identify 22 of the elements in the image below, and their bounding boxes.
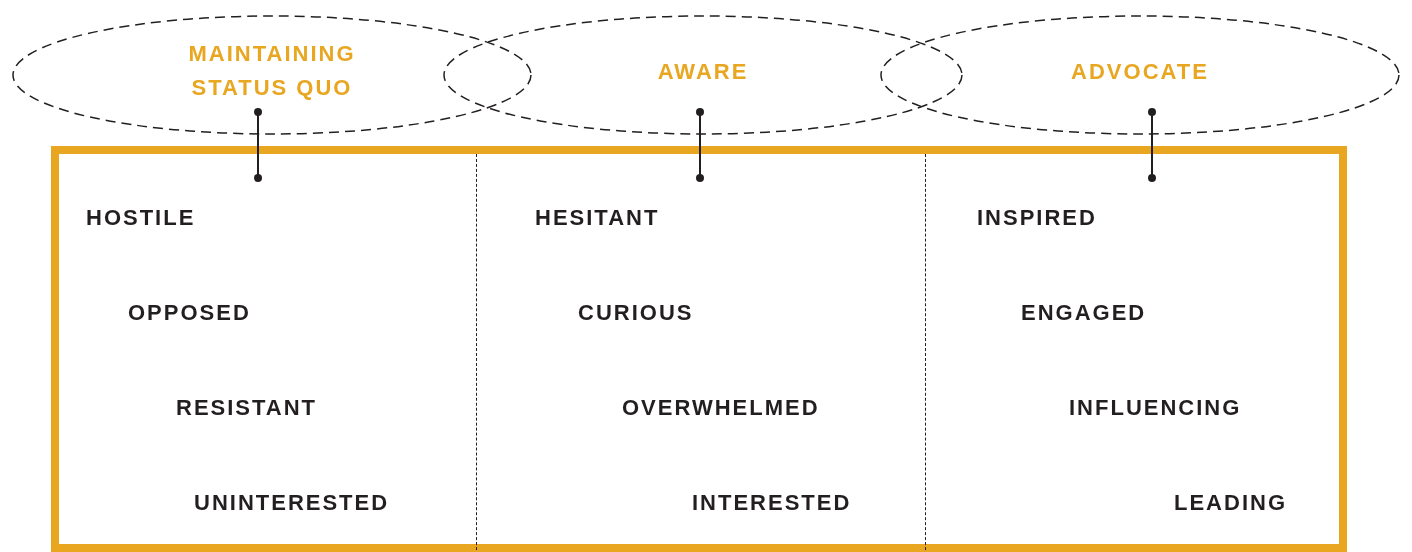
- dashed-ellipse: [443, 15, 963, 135]
- attitude-label: INTERESTED: [692, 490, 852, 516]
- attitude-label: INFLUENCING: [1069, 395, 1242, 421]
- attitude-label: HOSTILE: [86, 205, 196, 231]
- leader-line: [254, 108, 262, 182]
- stage-title: MAINTAINING STATUS QUO: [187, 40, 357, 102]
- dashed-ellipse: [880, 15, 1400, 135]
- attitude-label: CURIOUS: [578, 300, 694, 326]
- attitude-label: RESISTANT: [176, 395, 318, 421]
- attitude-label: OPPOSED: [128, 300, 251, 326]
- attitude-label: OVERWHELMED: [622, 395, 820, 421]
- leader-line: [1148, 108, 1156, 182]
- attitude-label: LEADING: [1174, 490, 1287, 516]
- attitude-label: ENGAGED: [1021, 300, 1147, 326]
- leader-line: [696, 108, 704, 182]
- dashed-ellipse: [12, 15, 532, 135]
- outer-frame: [51, 146, 1347, 552]
- attitude-label: HESITANT: [535, 205, 660, 231]
- stage-title: ADVOCATE: [1070, 58, 1210, 86]
- stage-title: AWARE: [656, 58, 750, 86]
- attitude-label: INSPIRED: [977, 205, 1097, 231]
- attitude-label: UNINTERESTED: [194, 490, 390, 516]
